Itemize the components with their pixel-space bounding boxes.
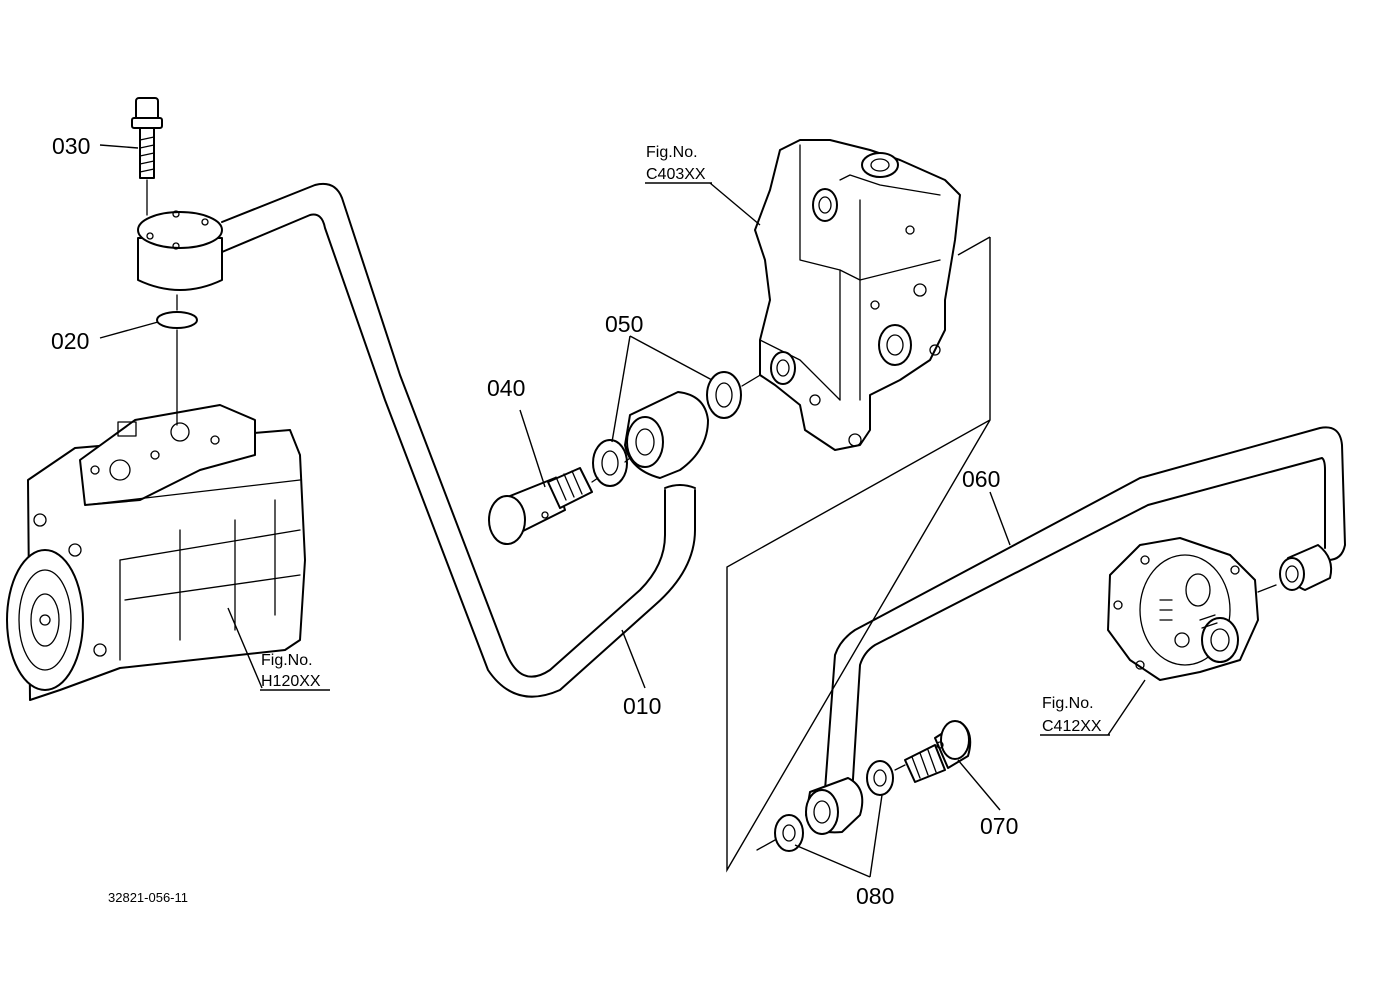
hydraulic-pump-drawing (6, 404, 306, 701)
bolt-030-drawing (131, 97, 163, 179)
banjo-bolt-070-drawing (904, 720, 972, 783)
pipe-010-drawing (221, 182, 696, 698)
part-label-060: 060 (962, 466, 1000, 492)
banjo-bolt-040-drawing (488, 467, 593, 545)
part-label-020: 020 (51, 328, 89, 354)
fig-ref-c403-line2: C403XX (646, 166, 706, 183)
part-label-040: 040 (487, 375, 525, 401)
o-ring-020 (156, 311, 198, 329)
drawing-number: 32821-056-11 (108, 890, 188, 905)
fig-ref-c403-line1: Fig.No. (646, 144, 698, 161)
washer-050-drawing (592, 371, 742, 487)
part-label-030: 030 (52, 133, 90, 159)
fig-ref-c412-line2: C412XX (1042, 718, 1102, 735)
part-label-070: 070 (980, 813, 1018, 839)
pipe-block-drawing (137, 210, 223, 291)
washer-080-drawing (774, 760, 894, 852)
fig-ref-h120-line2: H120XX (261, 673, 321, 690)
fig-ref-h120-line1: Fig.No. (261, 652, 313, 669)
gear-pump-drawing (1107, 537, 1259, 681)
part-label-050: 050 (605, 311, 643, 337)
leader-lines (99, 144, 1146, 878)
fig-ref-c412-line1: Fig.No. (1042, 695, 1094, 712)
banjo-fitting-060-drawing (805, 777, 864, 835)
pipe-060-drawing (824, 426, 1346, 796)
part-label-010: 010 (623, 693, 661, 719)
pipe-060-fitting-drawing (1279, 544, 1333, 591)
part-label-080: 080 (856, 883, 894, 909)
control-valve-drawing (754, 139, 961, 451)
banjo-fitting-010-drawing (624, 391, 709, 479)
assembly-frame (726, 237, 991, 873)
